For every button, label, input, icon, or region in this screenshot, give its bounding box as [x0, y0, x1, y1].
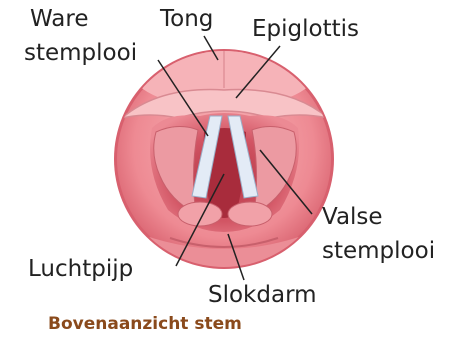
label-ware: Ware	[30, 6, 88, 32]
label-stemplooi-true: stemplooi	[24, 40, 137, 66]
arytenoid-left	[178, 202, 222, 226]
label-valse: Valse	[322, 204, 383, 230]
label-stemplooi-false: stemplooi	[322, 238, 435, 264]
caption: Bovenaanzicht stem	[48, 314, 242, 334]
label-luchtpijp: Luchtpijp	[28, 256, 133, 282]
arytenoid-right	[228, 202, 272, 226]
label-slokdarm: Slokdarm	[208, 282, 317, 308]
label-epiglottis: Epiglottis	[252, 16, 359, 42]
label-tong: Tong	[160, 6, 213, 32]
